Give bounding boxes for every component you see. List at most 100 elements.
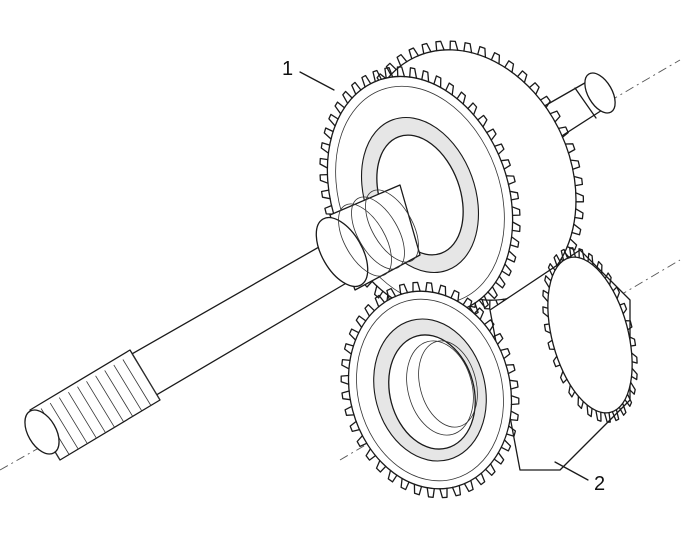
- upper-gear-back-tooth: [385, 62, 397, 76]
- lower-gear-tooth: [510, 395, 520, 406]
- upper-gear-back-tooth: [463, 42, 473, 54]
- lower-gear-tooth: [400, 477, 410, 491]
- lower-gear-back-tooth: [578, 248, 585, 261]
- upper-gear-tooth: [421, 70, 430, 83]
- upper-gear-tooth: [320, 142, 331, 154]
- spline-ridge: [95, 375, 124, 423]
- upper-gear-tooth: [373, 285, 384, 299]
- upper-gear-back-tooth: [435, 40, 445, 52]
- upper-gear-tooth: [319, 157, 329, 169]
- lower-gear-tooth: [426, 487, 435, 499]
- lower-gear-tooth: [505, 364, 516, 375]
- upper-gear-tooth: [445, 82, 455, 96]
- upper-gear-tooth: [509, 190, 520, 201]
- upper-gear-tooth: [468, 302, 479, 316]
- lower-gear-tooth: [365, 448, 377, 461]
- upper-gear-back-tooth: [571, 223, 582, 236]
- upper-gear-back-tooth: [564, 143, 576, 154]
- lower-gear-tooth: [355, 315, 367, 328]
- lower-gear-tooth: [473, 307, 485, 321]
- lower-gear-back-tooth: [543, 323, 552, 334]
- lower-gear-back-tooth: [624, 393, 633, 407]
- lower-gear-back-tooth: [596, 260, 603, 275]
- upper-gear-tooth: [342, 90, 353, 104]
- callout-2: 2: [594, 473, 606, 495]
- splined-shaft-end: [24, 349, 161, 461]
- lower-gear-tooth: [398, 283, 409, 296]
- upper-gear-tooth: [324, 204, 335, 215]
- lower-gear-back-tooth: [587, 252, 594, 266]
- upper-gear-back-tooth: [449, 40, 459, 51]
- upper-gear-back-tooth: [573, 175, 584, 187]
- lower-gear-back: [489, 247, 638, 471]
- lower-gear-tooth: [343, 343, 355, 355]
- upper-gear-back-tooth: [516, 70, 528, 84]
- lower-gear-back-tooth: [624, 320, 633, 331]
- lower-gear-tooth: [344, 405, 355, 416]
- spline-ridge: [113, 364, 143, 412]
- lower-gear-back-tooth: [559, 370, 568, 384]
- lower-gear-tooth: [463, 479, 474, 493]
- lower-gear-tooth: [484, 463, 496, 476]
- upper-gear-tooth: [505, 175, 516, 186]
- lower-gear-back-tooth: [619, 302, 628, 315]
- lower-gear-back-tooth: [553, 254, 562, 268]
- lower-gear-tooth: [386, 287, 397, 301]
- lower-gear-tooth: [348, 328, 360, 341]
- spline-ridge: [49, 402, 79, 450]
- upper-gear-tooth: [478, 295, 489, 309]
- lower-gear-back-tooth: [568, 384, 576, 398]
- upper-gear-tooth: [323, 127, 334, 140]
- upper-gear-tooth: [334, 101, 346, 115]
- lower-gear-tooth: [439, 487, 448, 499]
- lower-gear-tooth: [387, 469, 398, 483]
- lower-gear-back-tooth: [552, 355, 561, 368]
- lower-gear-back-tooth: [542, 306, 550, 318]
- leader-line-1: [299, 71, 335, 91]
- upper-gear-back-tooth: [490, 52, 501, 65]
- upper-gear-tooth: [361, 74, 372, 88]
- upper-gear-back-tooth: [549, 110, 561, 123]
- upper-gear-tooth: [328, 113, 339, 127]
- upper-gear-tooth: [509, 236, 520, 248]
- callout-1: 1: [282, 58, 294, 80]
- upper-gear-tooth: [511, 221, 521, 233]
- lower-gear-back-tooth: [630, 352, 638, 364]
- upper-gear-tooth: [384, 67, 394, 79]
- upper-gear-back-tooth: [396, 53, 408, 67]
- upper-gear-tooth: [409, 67, 418, 79]
- upper-gear-back-tooth: [421, 42, 432, 55]
- upper-gear-back-tooth: [504, 60, 515, 73]
- upper-gear-tooth: [319, 173, 329, 184]
- upper-gear: [319, 66, 521, 324]
- lower-gear-tooth: [505, 425, 517, 437]
- upper-gear-tooth: [500, 159, 511, 170]
- upper-gear-tooth: [506, 250, 517, 263]
- lower-gear-tooth: [492, 332, 504, 345]
- lower-gear-back-tooth: [586, 404, 593, 418]
- lower-gear-back-tooth: [628, 336, 637, 347]
- upper-gear-tooth: [351, 81, 362, 95]
- spline-ridge: [131, 353, 161, 401]
- upper-gear-back-tooth: [574, 208, 584, 220]
- lower-gear-back-tooth: [618, 402, 627, 416]
- upper-gear-back-tooth: [575, 192, 585, 203]
- upper-gear-tooth: [493, 143, 505, 155]
- upper-gear-back-tooth: [408, 47, 420, 60]
- upper-gear-tooth: [372, 69, 382, 83]
- upper-gear-tooth: [477, 114, 488, 128]
- upper-gear-tooth: [486, 128, 497, 141]
- lower-gear-tooth: [425, 281, 434, 293]
- lower-gear-back-tooth: [542, 289, 550, 303]
- lower-gear-back-tooth: [612, 286, 621, 300]
- lower-gear-tooth: [340, 374, 350, 385]
- lower-gear-tooth: [483, 319, 495, 332]
- lower-gear-tooth: [341, 358, 351, 370]
- lower-gear-back-tooth: [577, 395, 584, 410]
- lower-gear-back-tooth: [604, 272, 612, 286]
- lower-gear-back-tooth: [630, 367, 638, 381]
- spline-ridge: [58, 397, 88, 444]
- lower-gear-tooth: [356, 435, 368, 448]
